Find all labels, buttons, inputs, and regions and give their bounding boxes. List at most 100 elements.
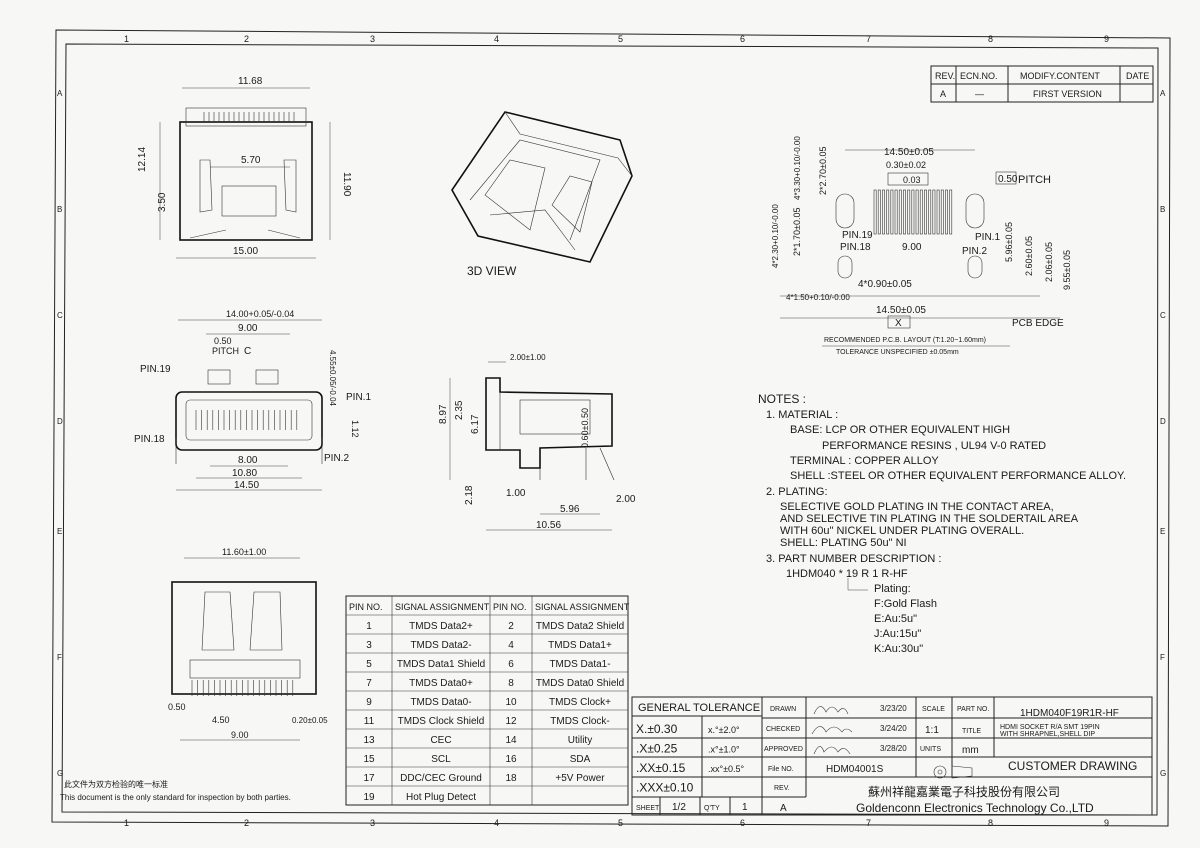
pcb-pad: [945, 189, 948, 235]
zone-col-top: 7: [866, 34, 871, 44]
dim-front-inner: 5.70: [241, 155, 261, 166]
dim-top-4-55: 4.55±0.05/-0.04: [328, 350, 337, 407]
dim-bottom-0-20: 0.20±0.05: [292, 716, 328, 725]
notes-section: NOTES : 1. MATERIAL :BASE: LCP OR OTHER …: [758, 392, 1126, 655]
zone-col-bottom: 3: [370, 818, 375, 828]
pin-table-cell: 2: [508, 621, 514, 632]
dim-front-tail: 3.50: [157, 192, 168, 212]
dim-pcb-pad-width: 0.30±0.02: [886, 160, 926, 170]
pcb-pin18: PIN.18: [840, 242, 871, 253]
note-line: AND SELECTIVE TIN PLATING IN THE SOLDERT…: [780, 513, 1079, 525]
part-no-value: 1HDM040F19R1R-HF: [1020, 708, 1119, 719]
pcb-edge-label: PCB EDGE: [1012, 318, 1064, 329]
footer-cn: 此文件为双方检验的唯一标准: [64, 779, 168, 789]
checked-signature: [811, 726, 853, 735]
pcb-datum-x: X: [895, 318, 902, 329]
tolerance-linear: X.±0.30: [636, 722, 678, 736]
note-line: 1. MATERIAL :: [766, 409, 838, 421]
pin-table-cell: Hot Plug Detect: [406, 792, 476, 803]
pin-table-cell: TMDS Data2 Shield: [536, 621, 624, 632]
zone-row-right: F: [1160, 653, 1165, 662]
pin-table-cell: 8: [508, 678, 514, 689]
bottom-view: 11.60±1.00 0.50 4.50 0.20±0.05 9.00: [168, 547, 328, 741]
pin-table-cell: TMDS Clock Shield: [398, 716, 485, 727]
top-pin2: PIN.2: [324, 453, 349, 464]
company-cn: 蘇州祥龍嘉業電子科技股份有限公司: [868, 784, 1060, 799]
pcb-pad: [911, 189, 915, 235]
pin-table-cell: DDC/CEC Ground: [400, 773, 482, 784]
title-label: TITLE: [962, 728, 981, 735]
checked-label: CHECKED: [766, 726, 800, 733]
drawn-date: 3/23/20: [880, 704, 907, 713]
zone-col-bottom: 4: [494, 818, 499, 828]
pin-table-cell: 5: [366, 659, 372, 670]
file-no-label: File NO.: [768, 766, 794, 773]
dim-top-center: C: [244, 346, 251, 357]
dim-side-5-96: 5.96: [560, 504, 580, 515]
pin-table-cell: +5V Power: [555, 773, 605, 784]
top-pin18: PIN.18: [134, 434, 165, 445]
side-view: 2.00±1.00 8.97 2.35 6.17 0.60±0.50 2.18 …: [438, 353, 636, 531]
tolerance-angular: x.°±2.0°: [708, 725, 740, 735]
pcb-pitch-label: PITCH: [1018, 174, 1051, 186]
zone-row-right: G: [1160, 769, 1166, 778]
dim-side-6-17: 6.17: [470, 414, 481, 434]
pin-table-header: SIGNAL ASSIGNMENT: [395, 602, 490, 612]
dim-bottom-9-00: 9.00: [231, 730, 249, 740]
rev-value: A: [940, 89, 946, 99]
zone-col-bottom: 6: [740, 818, 745, 828]
dim-side-8-97: 8.97: [438, 404, 449, 424]
pin-table-cell: 10: [505, 697, 517, 708]
pcb-pad: [886, 189, 890, 235]
top-view: 14.00+0.05/-0.04 9.00 0.50 PITCH C 4.55±…: [134, 309, 371, 491]
scale-label: SCALE: [922, 706, 945, 713]
dim-side-2-35: 2.35: [454, 400, 465, 420]
approved-signature: [813, 746, 851, 755]
pin-table-header: PIN NO.: [493, 602, 527, 612]
pcb-pad: [949, 189, 953, 235]
dim-bottom-0-50: 0.50: [168, 702, 186, 712]
zone-col-bottom: 1: [124, 818, 129, 828]
projection-symbol: [933, 765, 973, 779]
pcb-pad: [928, 189, 932, 235]
general-tolerance-label: GENERAL TOLERANCE: [638, 702, 760, 714]
zone-col-bottom: 7: [866, 818, 871, 828]
pin-table-header: SIGNAL ASSIGNMENT: [535, 602, 630, 612]
dim-pcb-2-60: 2.60±0.05: [1024, 236, 1034, 276]
note-line: PERFORMANCE RESINS , UL94 V-0 RATED: [822, 440, 1046, 452]
pcb-pad: [919, 189, 923, 235]
zone-row-right: C: [1160, 311, 1166, 320]
dim-top-pitch-label: PITCH: [212, 346, 239, 356]
dim-pcb-2-30: 4*2.30+0.10/-0.00: [771, 204, 780, 268]
dim-front-width-top: 11.68: [238, 76, 263, 87]
pcb-pad: [940, 189, 944, 235]
pcb-pad: [924, 189, 927, 235]
drawn-label: DRAWN: [770, 706, 796, 713]
note-line: SELECTIVE GOLD PLATING IN THE CONTACT AR…: [780, 501, 1054, 513]
note-line: J:Au:15u": [874, 628, 921, 640]
note-line: SHELL: PLATING 50u" NI: [780, 537, 907, 549]
zone-row-left: F: [57, 653, 62, 662]
pin-table-cell: TMDS Data0-: [410, 697, 471, 708]
zone-row-right: A: [1160, 89, 1166, 98]
zone-col-top: 9: [1104, 34, 1109, 44]
dim-top-pitch-value: 0.50: [214, 336, 232, 346]
zone-row-right: E: [1160, 527, 1165, 536]
customer-drawing: CUSTOMER DRAWING: [1008, 759, 1137, 773]
note-line: K:Au:30u": [874, 643, 923, 655]
front-view: 11.68 12.14 11.90 5.70 3.50 15.00: [137, 76, 352, 259]
dim-side-10-56: 10.56: [536, 520, 561, 531]
dim-side-2-18: 2.18: [464, 485, 475, 505]
tolerance-angular: .x°±1.0°: [708, 745, 740, 755]
dim-front-width-bottom: 15.00: [233, 246, 258, 257]
pcb-pad: [915, 189, 919, 235]
dim-top-9-00: 9.00: [238, 323, 258, 334]
dim-top-14-50: 14.50: [234, 480, 259, 491]
part-no-label: PART NO.: [957, 706, 989, 713]
pcb-pad: [894, 189, 898, 235]
dim-pcb-5-96: 5.96±0.05: [1004, 222, 1014, 262]
approved-date: 3/28/20: [880, 744, 907, 753]
pcb-pad: [882, 189, 885, 235]
